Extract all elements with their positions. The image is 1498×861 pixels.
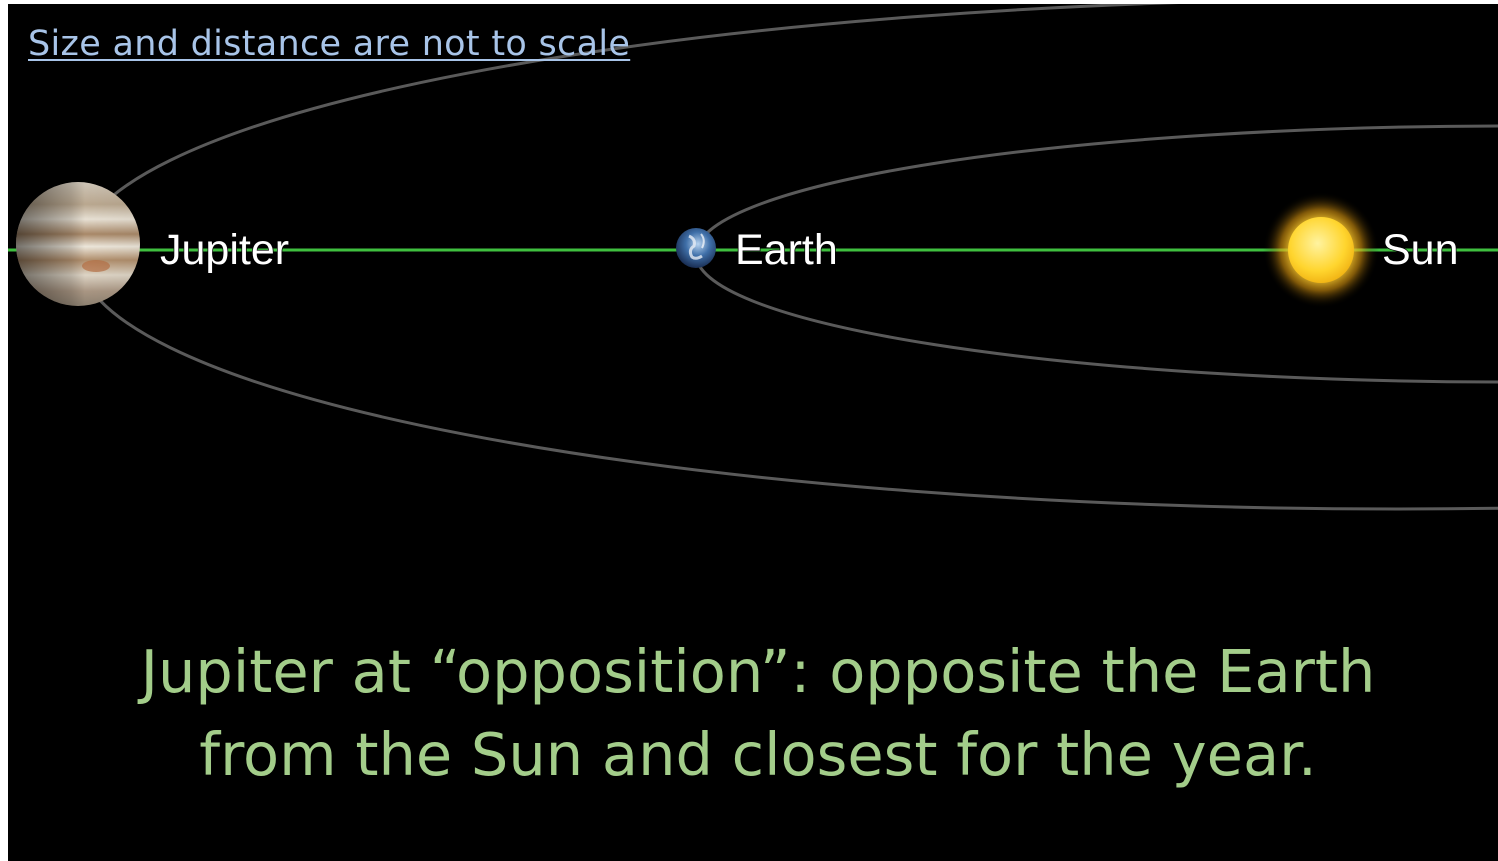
orbit-diagram: Jupiter Earth Sun [8,4,1498,511]
sun-label: Sun [1382,226,1459,274]
caption: Jupiter at “opposition”: opposite the Ea… [8,630,1498,796]
scale-disclaimer-link[interactable]: Size and distance are not to scale [28,24,631,64]
jupiter-planet [16,182,140,306]
caption-line-2: from the Sun and closest for the year. [199,720,1317,789]
jupiter-label: Jupiter [160,226,289,274]
earth-label: Earth [735,226,838,274]
slide: Jupiter Earth Sun Size and distance are … [8,4,1498,861]
caption-line-1: Jupiter at “opposition”: opposite the Ea… [140,637,1376,706]
sun-star [1263,192,1379,308]
earth-planet [676,228,716,268]
